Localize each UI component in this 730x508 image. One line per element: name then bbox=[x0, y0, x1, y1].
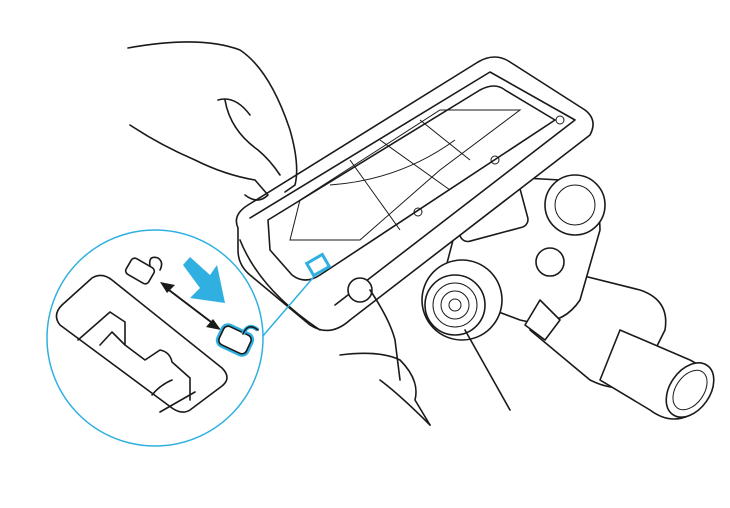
hand-bottom bbox=[339, 289, 431, 426]
lock-callout bbox=[46, 229, 319, 447]
lock-button-on-device[interactable] bbox=[304, 252, 332, 278]
hand-top bbox=[127, 41, 298, 201]
padlock-locked-icon bbox=[124, 256, 163, 285]
double-arrow-icon bbox=[160, 282, 221, 330]
padlock-unlocked-icon bbox=[215, 323, 260, 357]
slide-direction-arrow-icon bbox=[183, 257, 225, 303]
brush-head-body bbox=[235, 56, 594, 411]
